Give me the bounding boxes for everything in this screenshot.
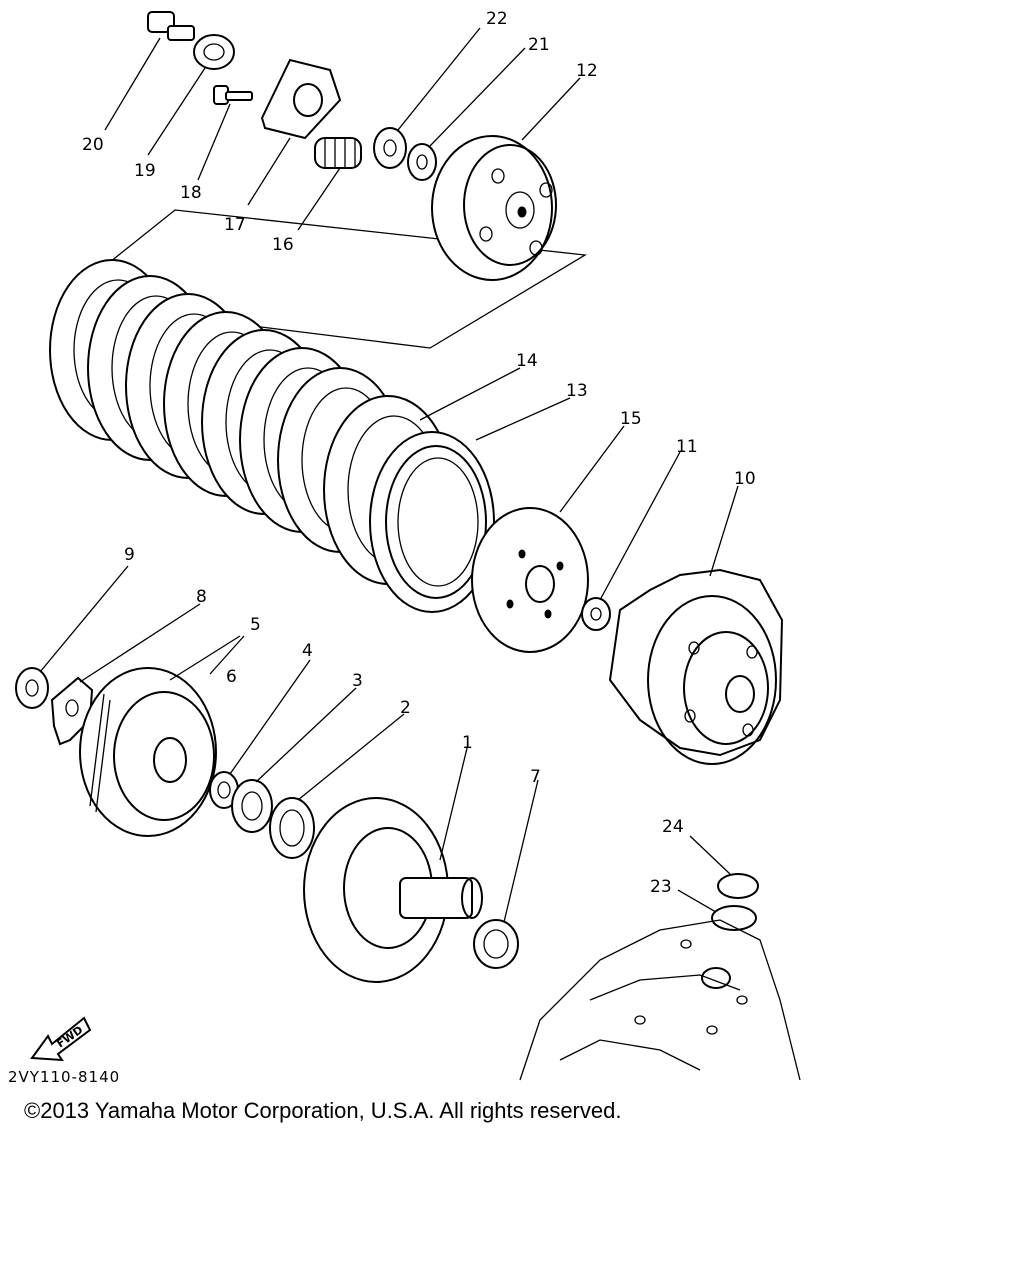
part-2-bearing [269,797,315,859]
callout-12: 12 [576,61,598,81]
callout-20: 20 [82,135,104,155]
part-17-pressure-plate [260,58,342,140]
callout-1: 1 [462,733,473,753]
part-12-clutch-boss [431,135,557,281]
part-3-one-way-clutch [231,779,273,833]
part-22-washer [373,127,407,169]
fwd-arrow-icon: FWD [30,1016,92,1062]
callout-11: 11 [676,437,698,457]
part-20-bolt [147,11,195,41]
callout-8: 8 [196,587,207,607]
part-21-lock-washer [407,143,437,181]
callout-21: 21 [528,35,550,55]
callout-4: 4 [302,641,313,661]
part-23-cap [711,905,757,931]
part-1-clutch-drum [303,797,483,983]
plate-stack-bracket [59,209,587,349]
callout-2: 2 [400,698,411,718]
callout-6: 6 [226,667,237,687]
part-18-screw [213,85,253,105]
part-19-bearing [193,34,235,70]
callout-24: 24 [662,817,684,837]
callout-17: 17 [224,215,246,235]
part-15-pressure-disc [471,507,589,653]
callout-23: 23 [650,877,672,897]
part-13-friction-plate [369,431,495,613]
callout-10: 10 [734,469,756,489]
diagram-code: 2VY110-8140 [8,1068,121,1086]
callout-22: 22 [486,9,508,29]
callout-3: 3 [352,671,363,691]
copyright-notice: ©2013 Yamaha Motor Corporation, U.S.A. A… [24,1098,622,1123]
callout-15: 15 [620,409,642,429]
callout-9: 9 [124,545,135,565]
clutch-exploded-diagram: 1 2 3 4 5 6 7 8 9 10 11 12 13 14 15 16 1… [15,9,801,1081]
callout-7: 7 [530,767,541,787]
part-7-ring [473,919,519,969]
callout-18: 18 [180,183,202,203]
part-9-washer [15,667,49,709]
part-5-6-centrifugal-clutch [79,667,217,837]
part-24-circlip [717,873,759,899]
callout-19: 19 [134,161,156,181]
callout-13: 13 [566,381,588,401]
part-11-lock-washer [581,597,611,631]
callout-16: 16 [272,235,294,255]
crankcase-detail [519,919,801,1081]
callout-labels: 1 2 3 4 5 6 7 8 9 10 11 12 13 14 15 16 1… [82,9,756,897]
part-10-clutch-housing [608,568,784,765]
callout-14: 14 [516,351,538,371]
part-16-spring [314,137,362,169]
callout-5: 5 [250,615,261,635]
leader-lines [39,27,739,923]
